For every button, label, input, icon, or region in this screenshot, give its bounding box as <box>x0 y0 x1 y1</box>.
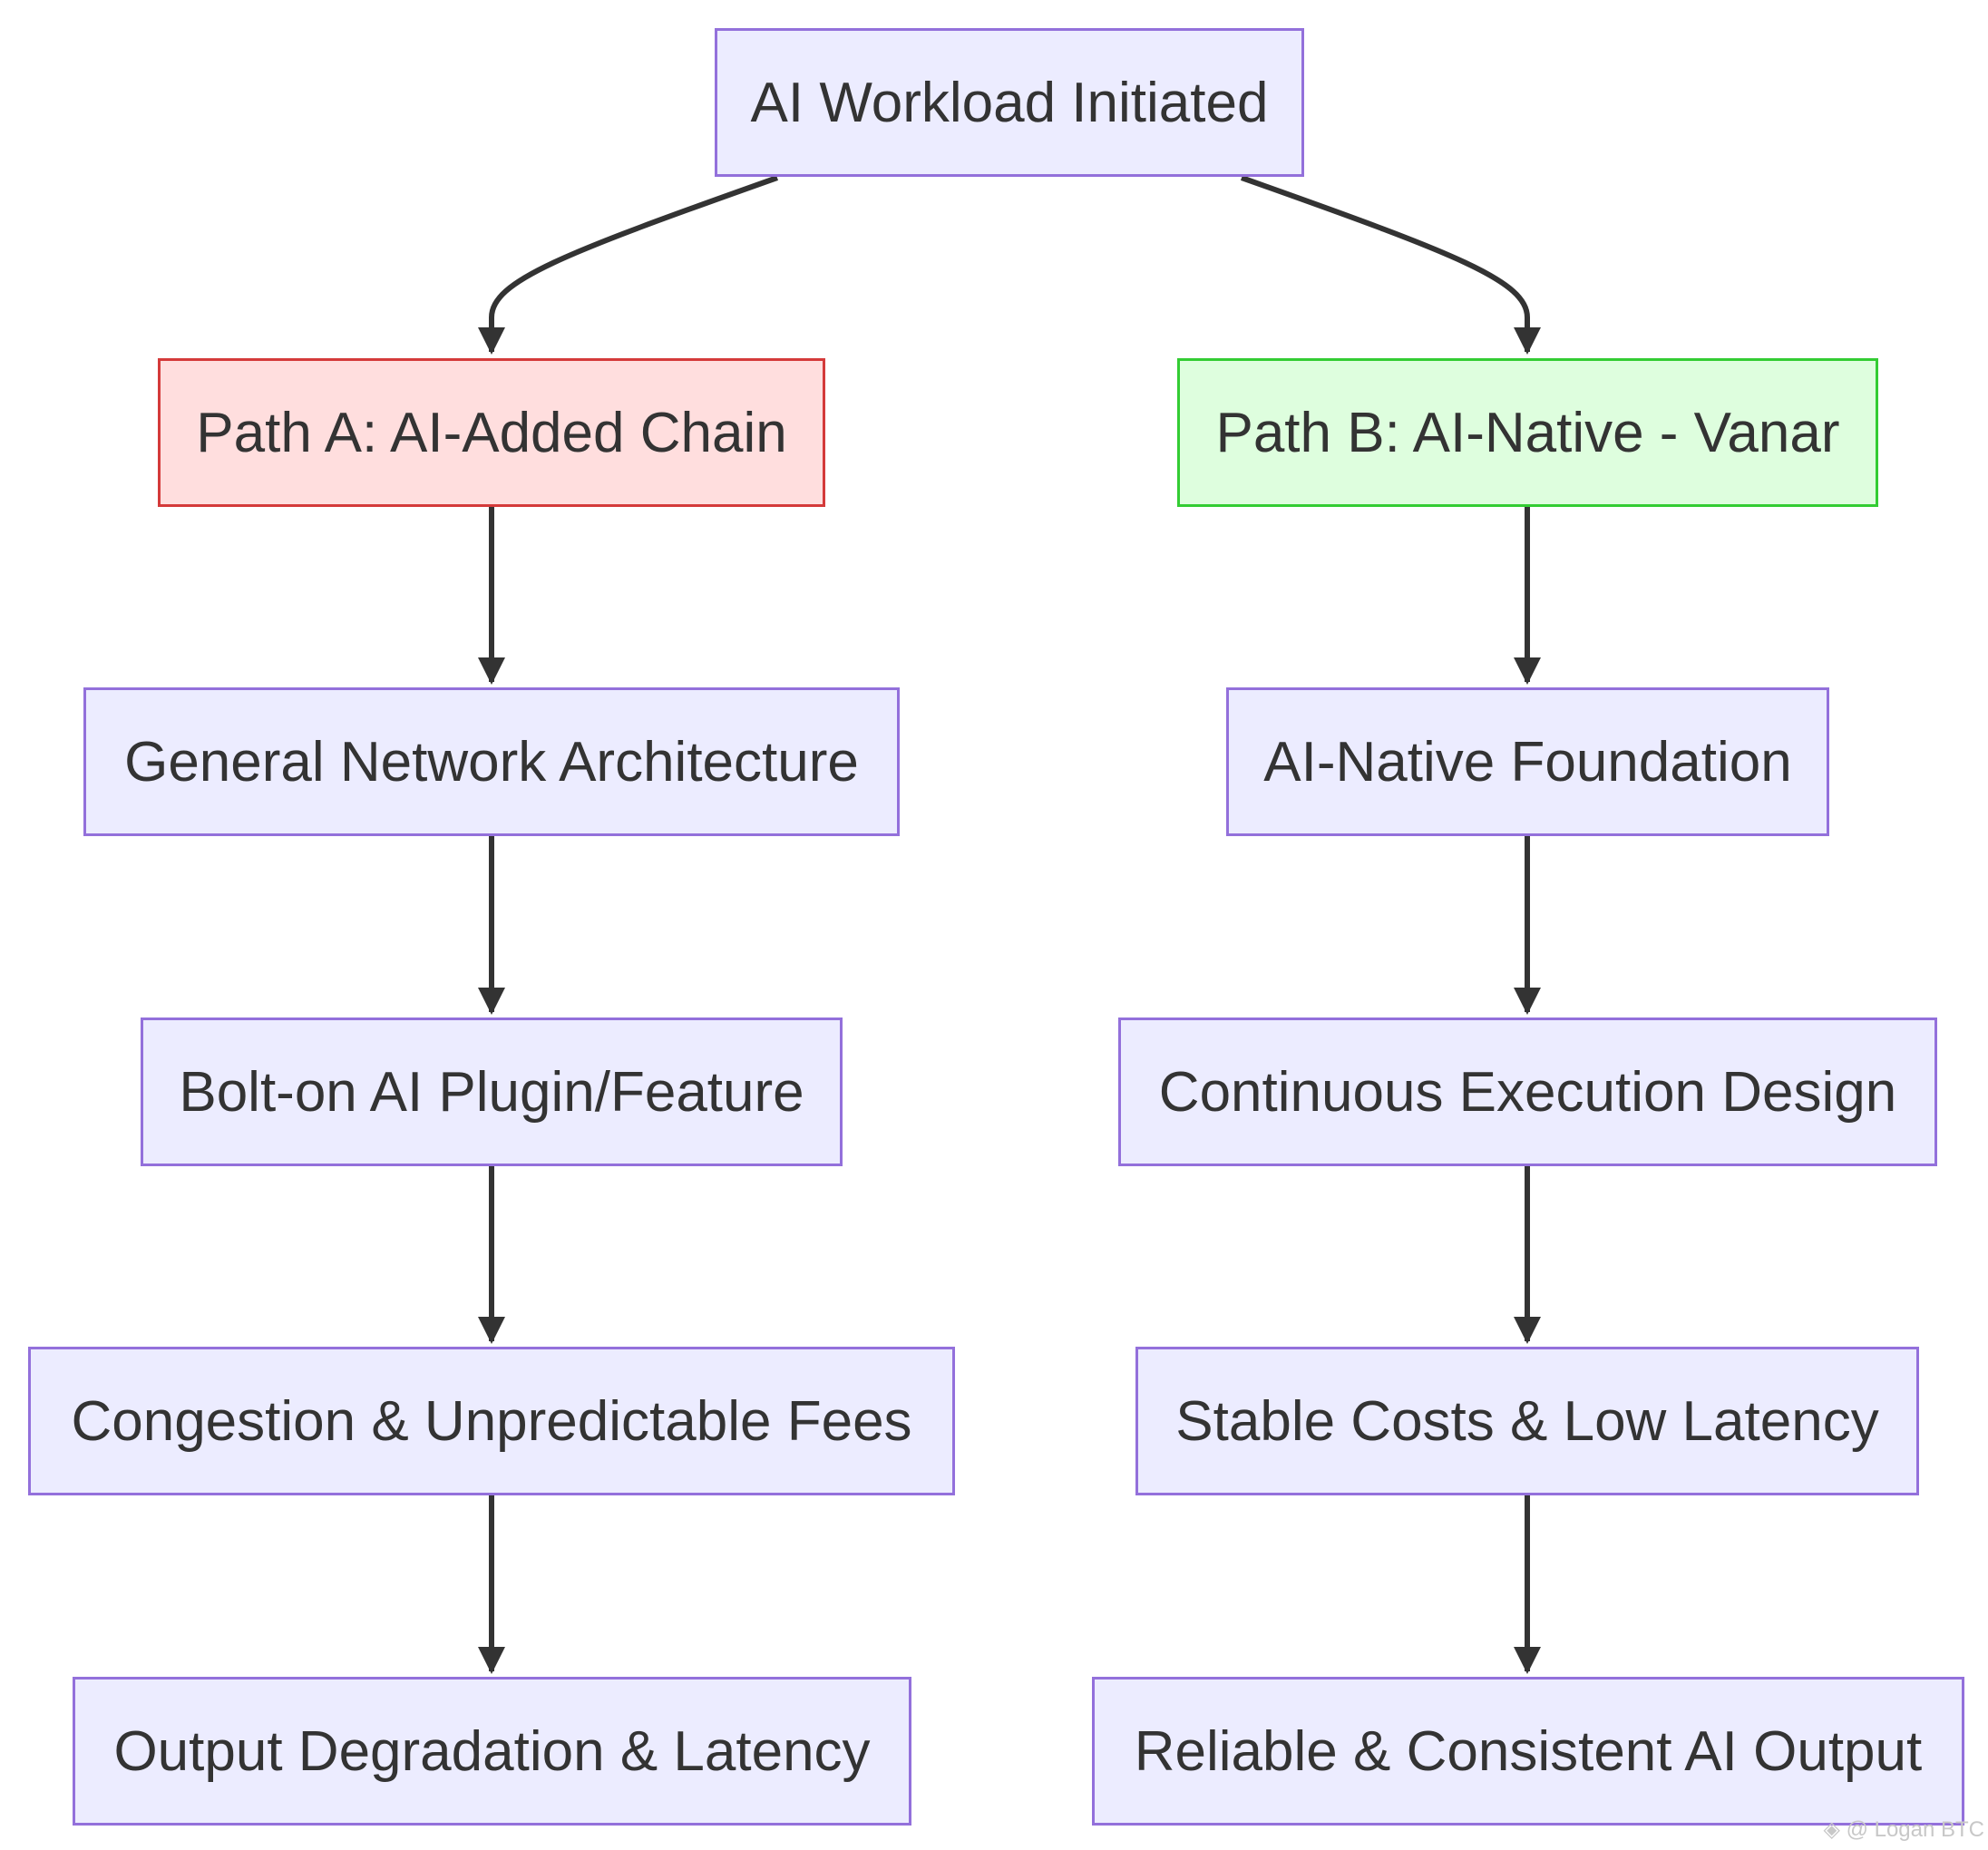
node-label: Bolt-on AI Plugin/Feature <box>179 1060 804 1124</box>
node-ai-workload-initiated: AI Workload Initiated <box>715 28 1304 177</box>
node-a2: Bolt-on AI Plugin/Feature <box>141 1018 843 1166</box>
node-label: Reliable & Consistent AI Output <box>1134 1719 1923 1783</box>
node-label: Congestion & Unpredictable Fees <box>71 1389 912 1453</box>
node-b1: AI-Native Foundation <box>1226 687 1829 836</box>
watermark: ◈ @ Logan BTC <box>1823 1816 1984 1843</box>
node-label: AI-Native Foundation <box>1263 730 1792 794</box>
node-label: Continuous Execution Design <box>1158 1060 1897 1124</box>
edge-start-path-a <box>478 175 779 355</box>
node-path-b: Path B: AI-Native - Vanar <box>1177 358 1878 507</box>
node-label: Path B: AI-Native - Vanar <box>1215 401 1840 464</box>
node-a1: General Network Architecture <box>83 687 900 836</box>
watermark-text: @ Logan BTC <box>1846 1817 1984 1842</box>
node-label: Output Degradation & Latency <box>113 1719 871 1783</box>
node-path-a: Path A: AI-Added Chain <box>158 358 825 507</box>
diamond-logo-icon: ◈ <box>1823 1817 1847 1842</box>
node-label: General Network Architecture <box>124 730 859 794</box>
node-a4: Output Degradation & Latency <box>73 1677 911 1826</box>
node-b2: Continuous Execution Design <box>1118 1018 1937 1166</box>
node-label: Path A: AI-Added Chain <box>196 401 787 464</box>
node-b4: Reliable & Consistent AI Output <box>1092 1677 1964 1826</box>
node-a3: Congestion & Unpredictable Fees <box>28 1347 955 1495</box>
node-b3: Stable Costs & Low Latency <box>1135 1347 1919 1495</box>
node-label: Stable Costs & Low Latency <box>1175 1389 1879 1453</box>
edge-start-path-b <box>1240 175 1541 355</box>
node-label: AI Workload Initiated <box>750 71 1269 134</box>
